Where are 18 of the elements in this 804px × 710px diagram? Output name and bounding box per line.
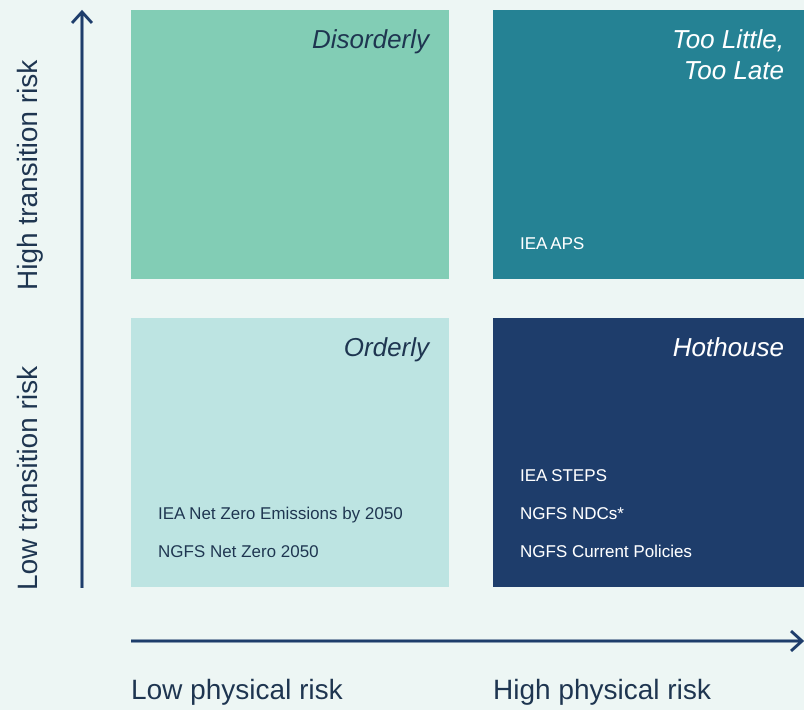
quadrant-title: Hothouse: [672, 332, 784, 364]
axis-label: Low transition risk: [12, 366, 44, 590]
scenario-label: NGFS NDCs*: [520, 503, 625, 525]
quadrant-box: [493, 10, 804, 279]
scenario-label: IEA APS: [520, 233, 586, 255]
scenario-label: NGFS Net Zero 2050: [158, 541, 320, 563]
quadrant-title: Too Little, Too Late: [671, 24, 784, 86]
scenario-label: IEA Net Zero Emissions by 2050: [158, 503, 404, 525]
quadrant-box: [493, 318, 804, 587]
quadrant-box: [131, 10, 449, 279]
scenario-label: IEA STEPS: [520, 465, 608, 487]
quadrant-title: Disorderly: [312, 24, 429, 56]
axis-label: Low physical risk: [131, 674, 343, 706]
axis-label: High physical risk: [493, 674, 711, 706]
scenario-label: NGFS Current Policies: [520, 541, 693, 563]
axis-label: High transition risk: [12, 60, 44, 290]
quadrant-box: [131, 318, 449, 587]
quadrant-title: Orderly: [344, 332, 429, 364]
